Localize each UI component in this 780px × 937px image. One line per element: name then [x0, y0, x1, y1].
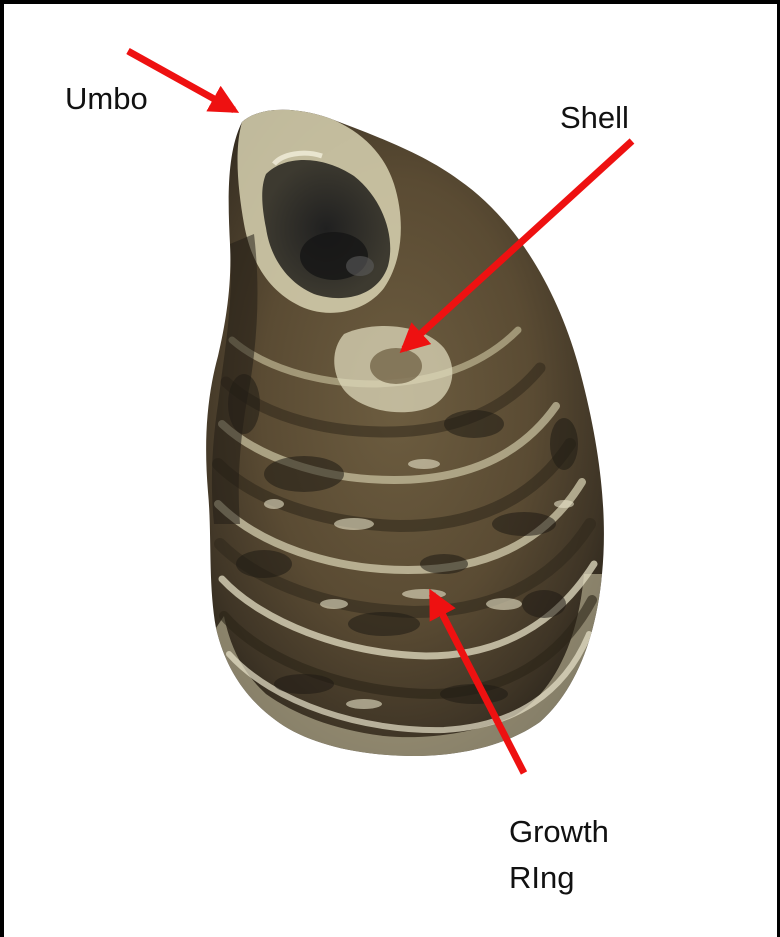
- growth-ring-label-line1: Growth: [509, 814, 609, 850]
- umbo-label: Umbo: [65, 81, 148, 117]
- oyster-diagram: [4, 4, 780, 937]
- oyster-shell-image: [206, 110, 604, 756]
- growth-ring-label-line2: RIng: [509, 860, 574, 896]
- shell-label: Shell: [560, 100, 629, 136]
